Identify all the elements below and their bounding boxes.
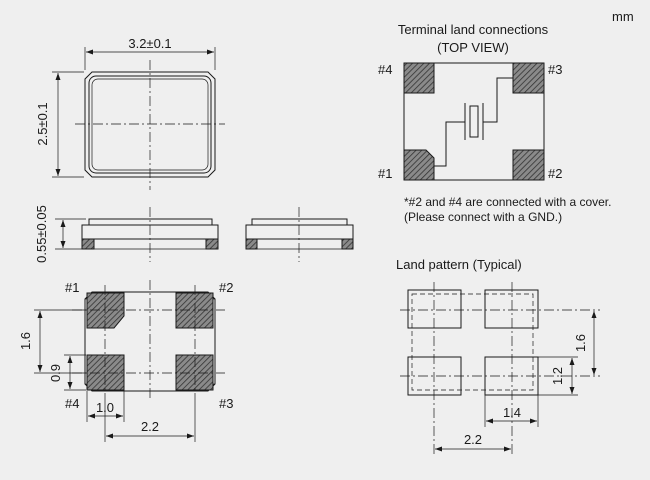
body-end xyxy=(245,224,354,240)
top-view: 3.2±0.1 2.5±0.1 xyxy=(35,36,225,190)
pad-3 xyxy=(175,354,214,391)
pad-pitch-y-dimension: 1.6 xyxy=(18,332,33,350)
length-dimension: 3.2±0.1 xyxy=(128,36,171,51)
lid-side xyxy=(88,218,213,226)
terminal-pad-2 xyxy=(512,149,545,181)
pad-end-right xyxy=(341,238,354,250)
pad-2 xyxy=(175,292,214,329)
terminal-pin-3-label: #3 xyxy=(548,62,562,77)
terminal-note-line-1: *#2 and #4 are connected with a cover. xyxy=(404,195,611,209)
height-dimension: 0.55±0.05 xyxy=(34,205,49,263)
bottom-pin-4-label: #4 xyxy=(65,396,79,411)
land-pad-bottom-left xyxy=(407,356,462,396)
pad-1 xyxy=(86,292,125,329)
bottom-pin-3-label: #3 xyxy=(219,396,233,411)
crystal-symbol xyxy=(434,77,513,167)
terminal-pin-1-label: #1 xyxy=(378,166,392,181)
package-outline xyxy=(84,71,216,178)
pad-end-left xyxy=(245,238,258,250)
land-pattern: Land pattern (Typical) 1.6 1.2 1.4 2.2 xyxy=(396,257,600,455)
terminal-title: Terminal land connections xyxy=(398,22,549,37)
pad-side-right xyxy=(205,238,219,250)
terminal-note-line-2: (Please connect with a GND.) xyxy=(404,210,562,224)
bottom-view: #1 #2 #3 #4 1.6 0.9 1.0 2.2 xyxy=(18,280,233,442)
width-dimension: 2.5±0.1 xyxy=(35,102,50,145)
terminal-pad-1 xyxy=(403,149,435,181)
unit-label: mm xyxy=(612,9,634,24)
land-pad-dimension: 1.2 xyxy=(550,367,565,385)
pad-pitch-x-dimension: 2.2 xyxy=(141,419,159,434)
bottom-pin-1-label: #1 xyxy=(65,280,79,295)
land-pitch-dimension: 1.4 xyxy=(503,405,521,420)
terminal-pad-4 xyxy=(403,62,435,94)
land-pad-top-left xyxy=(407,289,462,329)
land-package-outline xyxy=(411,293,534,391)
terminal-pin-4-label: #4 xyxy=(378,62,392,77)
pad-height-dimension: 0.9 xyxy=(48,364,63,382)
terminal-connections: Terminal land connections (TOP VIEW) #4 … xyxy=(378,22,611,224)
land-height-dimension: 1.6 xyxy=(573,334,588,352)
terminal-package-outline xyxy=(403,62,545,181)
pad-4 xyxy=(86,354,125,391)
lid-end xyxy=(251,218,348,226)
terminal-subtitle: (TOP VIEW) xyxy=(437,40,509,55)
terminal-pad-3 xyxy=(512,62,545,94)
terminal-pin-2-label: #2 xyxy=(548,166,562,181)
land-title: Land pattern (Typical) xyxy=(396,257,522,272)
pad-side-left xyxy=(81,238,95,250)
side-view: 0.55±0.05 xyxy=(34,205,354,263)
land-total-dimension: 2.2 xyxy=(464,432,482,447)
land-pad-top-right xyxy=(484,289,539,329)
bottom-pin-2-label: #2 xyxy=(219,280,233,295)
